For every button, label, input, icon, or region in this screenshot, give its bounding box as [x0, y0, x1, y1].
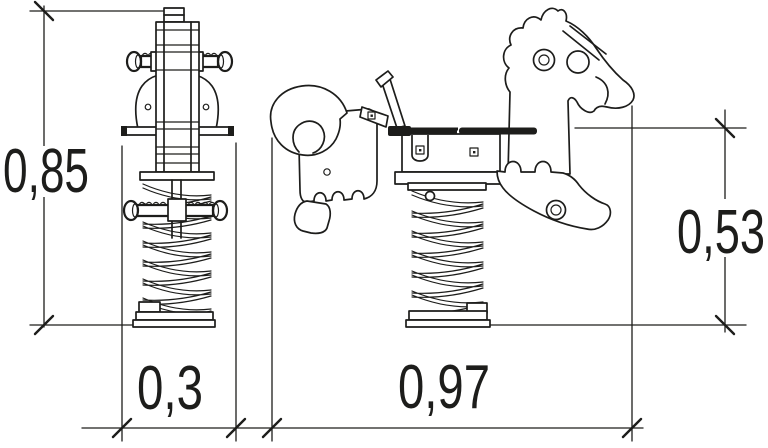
side-underseat-box [394, 133, 507, 185]
backrest-bracket [359, 106, 389, 128]
side-spring-top-plate [407, 182, 487, 191]
front-view [121, 7, 234, 328]
horse-eye-inner [538, 54, 550, 66]
underseat-u-slot [411, 135, 429, 162]
front-base [132, 301, 216, 328]
label-base-width: 0,3 [137, 354, 203, 423]
front-body-hole-left [144, 103, 152, 111]
front-footrest [122, 198, 229, 222]
front-post [155, 7, 200, 173]
bridle-ring [566, 50, 590, 74]
side-seat-plate [388, 126, 537, 136]
leg-hole-inner [550, 204, 562, 216]
side-view [269, 7, 635, 328]
label-overall-length: 0,97 [398, 353, 490, 422]
side-backrest [359, 70, 406, 129]
front-body-hole-right [202, 103, 210, 111]
dimension-labels: 0,85 0,3 0,97 0,53 [0, 137, 768, 423]
front-spring-top-plate [139, 171, 215, 181]
footrest-clamp [167, 198, 187, 222]
backrest-cap [375, 70, 394, 88]
side-front-leg [496, 160, 612, 231]
side-rear-foot [293, 200, 332, 235]
muzzle-line [595, 76, 609, 105]
dimension-seat-height [486, 109, 747, 336]
side-base [405, 302, 491, 328]
dimension-bottom-line [81, 105, 644, 442]
bridle-strap [562, 25, 607, 61]
label-overall-height: 0,85 [3, 137, 89, 206]
dimension-lines [29, 0, 747, 442]
horse-head [502, 7, 635, 175]
leg-hole-outer [545, 199, 567, 221]
side-spring-coils [411, 190, 484, 318]
label-seat-height: 0,53 [677, 198, 765, 267]
horse-tail-curl-line [292, 120, 326, 154]
side-body-hole [323, 168, 331, 176]
side-spring-bolt [424, 190, 436, 202]
horse-eye-outer [532, 48, 556, 72]
